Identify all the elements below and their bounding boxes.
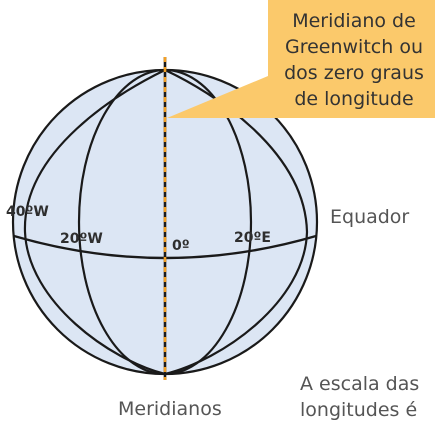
callout-pointer [167, 76, 268, 118]
scale-text-line-1: A escala das [300, 373, 420, 395]
meridian-40w [23, 70, 166, 374]
callout-line-1: Meridiano de [292, 10, 416, 32]
scale-text-line-2: longitudes é [300, 399, 418, 421]
longitude-label-20w: 20ºW [60, 231, 103, 247]
callout-line-2: Greenwitch ou [284, 36, 423, 58]
meridian-20w-20e [77, 70, 253, 374]
callout-box [268, 0, 435, 118]
equator-label: Equador [330, 206, 410, 228]
longitude-label-20e: 20ºE [234, 230, 271, 246]
longitude-label-40w: 40ºW [6, 204, 49, 220]
callout-line-3: dos zero graus [284, 62, 424, 84]
greenwich-callout: Meridiano de Greenwitch ou dos zero grau… [276, 8, 432, 112]
callout-line-4: de longitude [294, 88, 414, 110]
meridians-label: Meridianos [118, 398, 222, 420]
longitude-label-0: 0º [172, 238, 190, 254]
